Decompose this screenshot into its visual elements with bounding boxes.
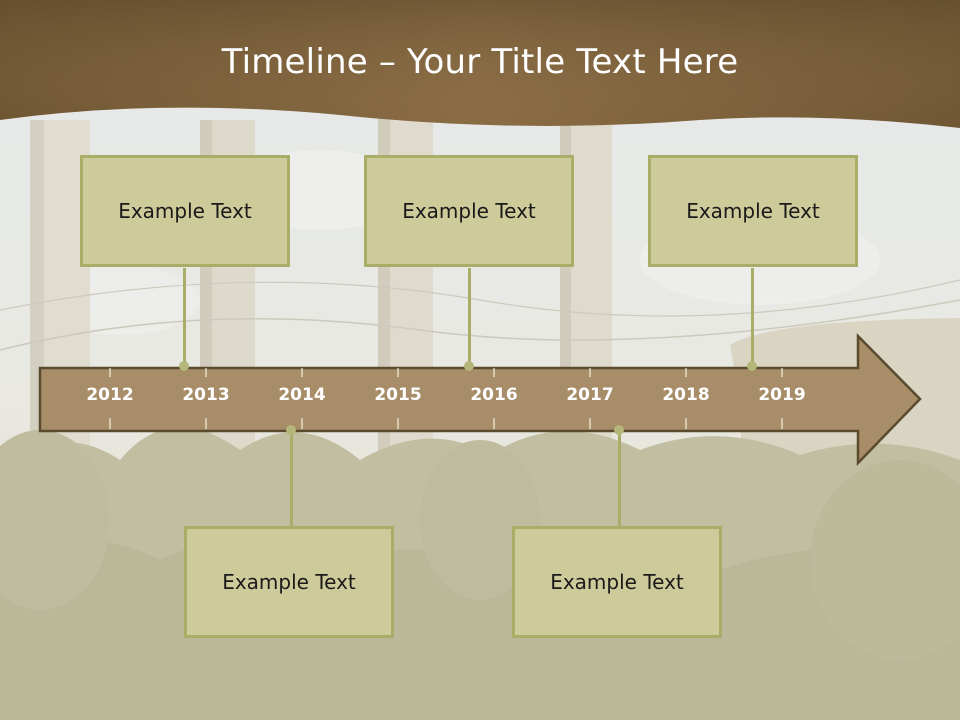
year-label-2018: 2018 [662, 385, 710, 405]
event-box-top-1[interactable]: Example Text [80, 155, 290, 267]
year-label-2012: 2012 [86, 385, 134, 405]
connector-line [183, 268, 186, 366]
year-label-2017: 2017 [566, 385, 614, 405]
connector-dot [614, 425, 624, 435]
year-label-2016: 2016 [470, 385, 518, 405]
event-label: Example Text [550, 570, 684, 594]
connector-line [468, 268, 471, 366]
event-box-bottom-1[interactable]: Example Text [184, 526, 394, 638]
connector-dot [286, 425, 296, 435]
year-tick-marks [109, 368, 783, 429]
event-box-top-3[interactable]: Example Text [648, 155, 858, 267]
year-label-2015: 2015 [374, 385, 422, 405]
slide-title: Timeline – Your Title Text Here [221, 42, 739, 82]
year-label-2019: 2019 [758, 385, 806, 405]
connector-line [751, 268, 754, 366]
connector-dot [464, 361, 474, 371]
event-box-bottom-2[interactable]: Example Text [512, 526, 722, 638]
connector-line [290, 430, 293, 527]
event-box-top-2[interactable]: Example Text [364, 155, 574, 267]
event-label: Example Text [686, 199, 820, 223]
connector-dot [747, 361, 757, 371]
event-label: Example Text [118, 199, 252, 223]
connector-line [618, 430, 621, 527]
year-label-2014: 2014 [278, 385, 326, 405]
event-label: Example Text [402, 199, 536, 223]
year-label-2013: 2013 [182, 385, 230, 405]
connector-dot [179, 361, 189, 371]
event-label: Example Text [222, 570, 356, 594]
